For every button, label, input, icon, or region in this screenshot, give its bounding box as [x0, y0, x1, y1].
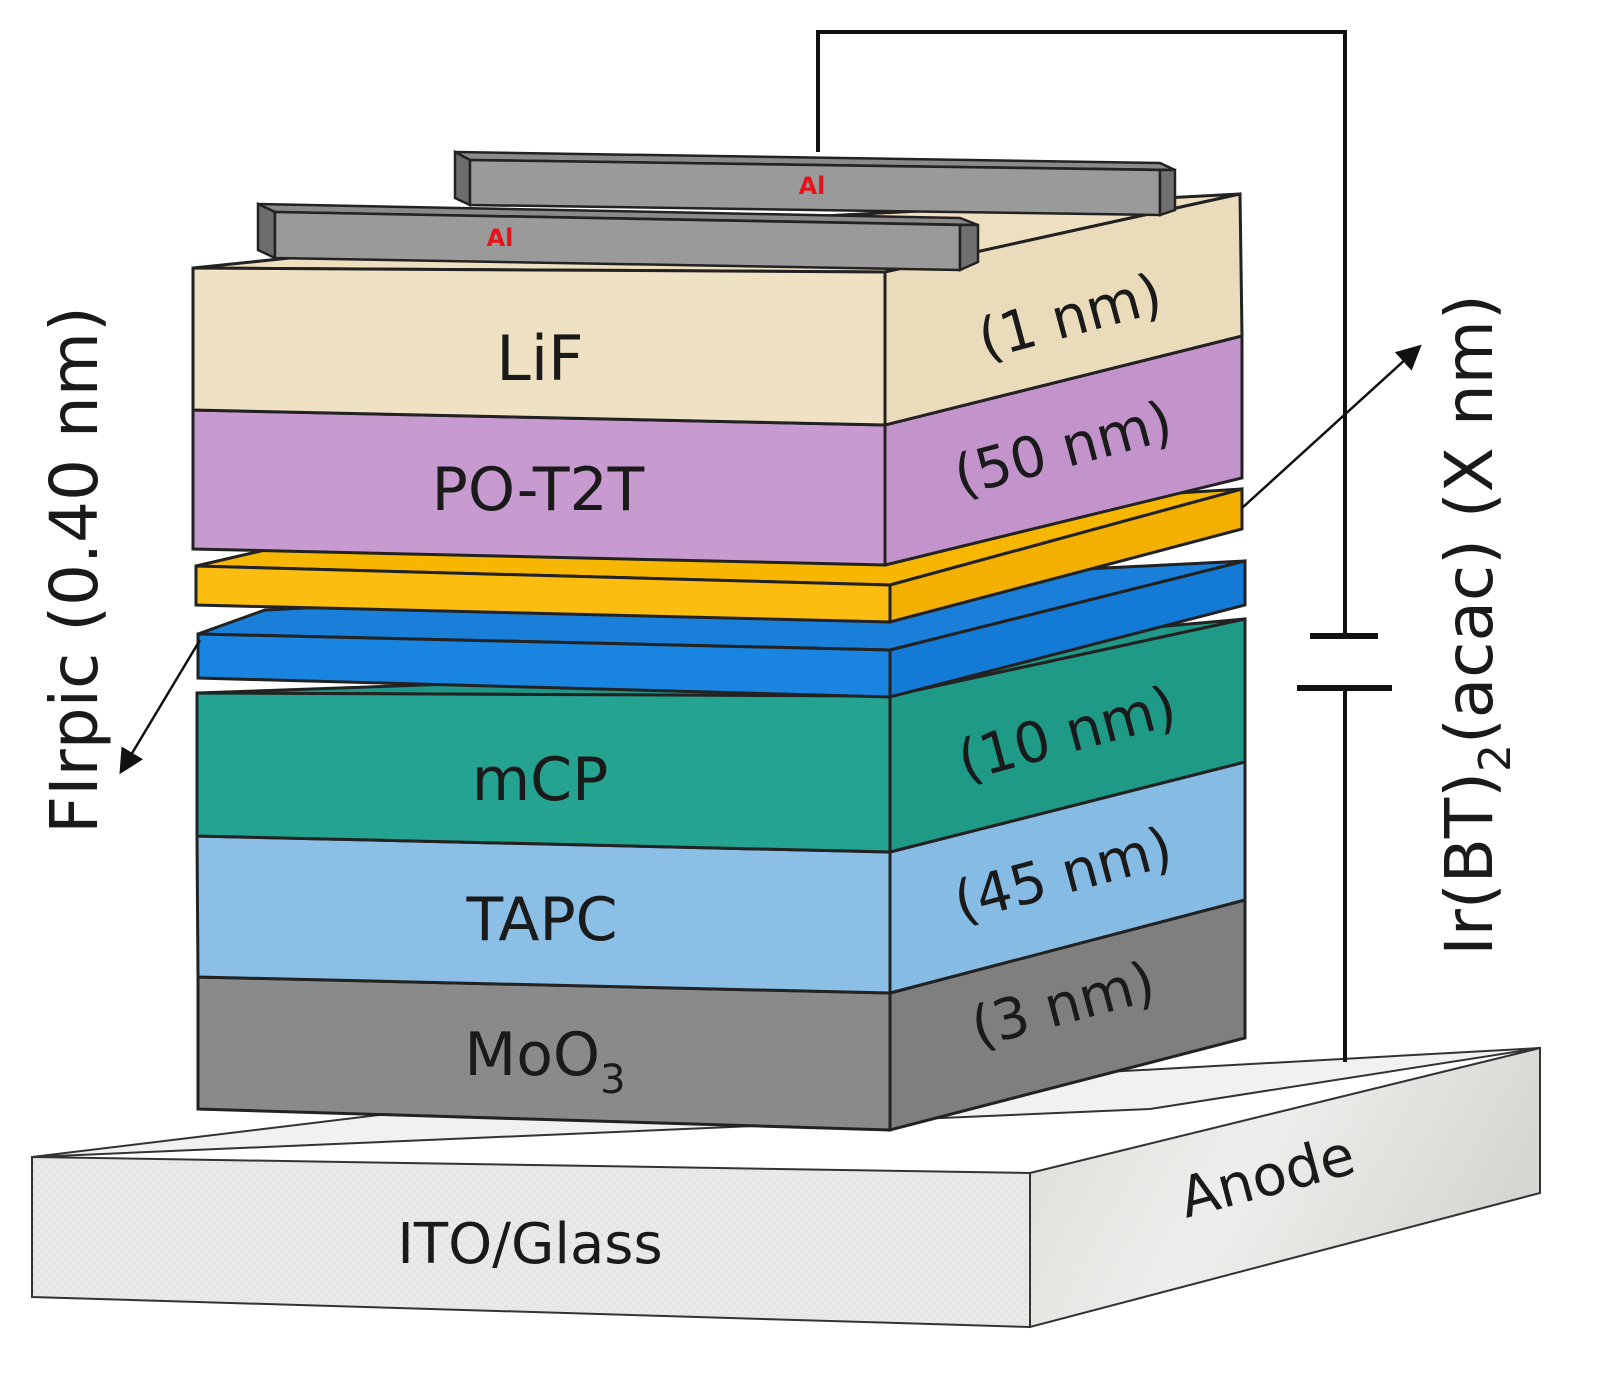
al-electrode-back: Al	[453, 149, 1177, 217]
moo3-label: MoO3	[464, 1020, 625, 1103]
irbt-pointer-arrow	[1241, 344, 1422, 509]
irbt-annotation: Ir(BT)2(acac) (X nm)	[1431, 294, 1521, 955]
mcp-label: mCP	[472, 745, 609, 815]
firpic-pointer-arrow	[119, 639, 202, 775]
tapc-layer: TAPC (45 nm)	[195, 760, 1247, 995]
substrate-label: ITO/Glass	[397, 1212, 662, 1277]
al-electrode-front: Al	[256, 202, 980, 272]
al-label-back: Al	[799, 172, 826, 200]
battery-symbol	[1297, 633, 1392, 691]
circuit-wire	[816, 30, 1347, 1062]
tapc-label: TAPC	[465, 885, 617, 955]
firpic-annotation: FIrpic (0.40 nm)	[36, 306, 113, 834]
moo3-layer: MoO3 (3 nm)	[196, 898, 1247, 1132]
al-label-front: Al	[487, 224, 514, 252]
ito-glass-substrate: ITO/Glass Anode	[31, 1046, 1541, 1329]
lif-label: LiF	[496, 322, 583, 395]
pot2t-label: PO-T2T	[432, 455, 645, 525]
pot2t-layer: PO-T2T (50 nm)	[191, 334, 1244, 567]
